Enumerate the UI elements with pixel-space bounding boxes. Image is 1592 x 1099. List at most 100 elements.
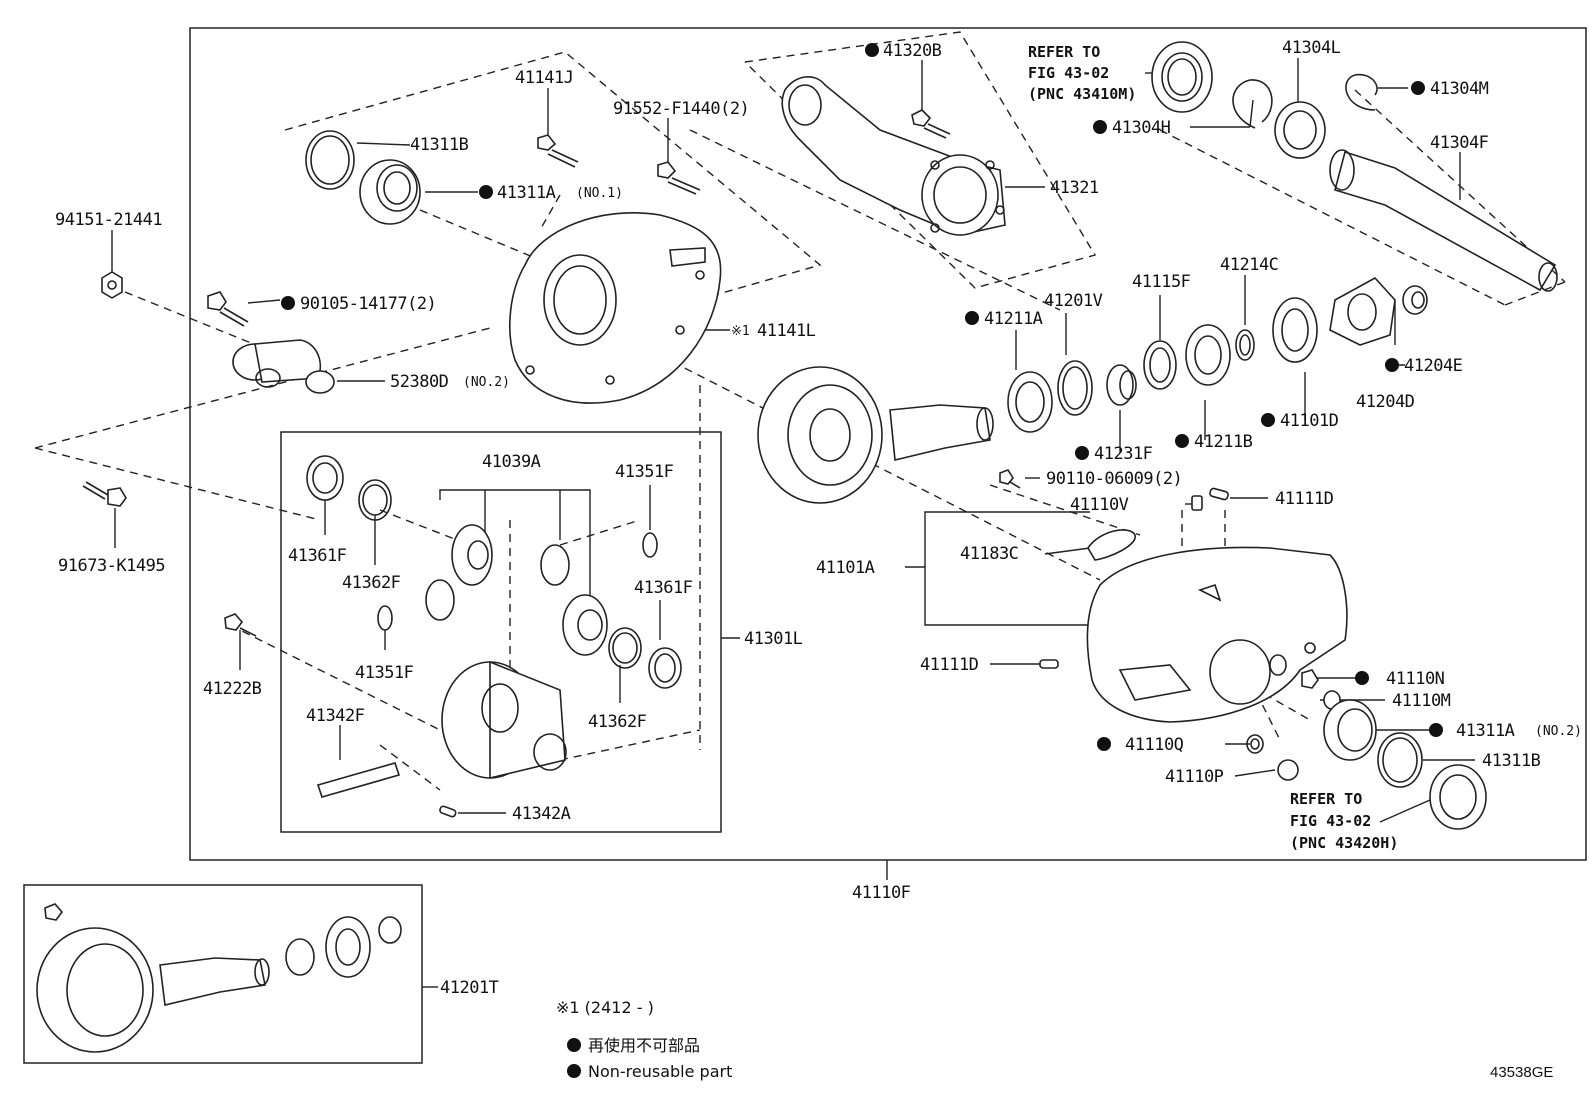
washer-41115F-icon xyxy=(1143,340,1177,390)
pin-41111D-bottom-icon xyxy=(1039,659,1059,669)
plug-41110P-icon xyxy=(1277,759,1299,781)
label-41211A: 41211A xyxy=(984,309,1043,329)
label-41201V: 41201V xyxy=(1044,291,1103,311)
label-41111D-bottom: 41111D xyxy=(920,655,979,675)
plug-41110N-icon xyxy=(1301,669,1319,689)
label-ref-bottom-1: REFER TO xyxy=(1290,790,1362,808)
bolt-41222B-icon xyxy=(224,613,257,637)
label-41231F: 41231F xyxy=(1094,444,1153,464)
gasket-41110Q-icon xyxy=(1246,734,1264,754)
label-41141L-mark: ※1 xyxy=(731,324,750,339)
bolt-90105-icon xyxy=(207,291,249,327)
label-41361F-left: 41361F xyxy=(288,546,347,566)
flange-41204D-icon xyxy=(1329,276,1396,346)
label-52380D-note: (NO.2) xyxy=(463,375,510,390)
bearing-41211B-icon xyxy=(1185,324,1231,386)
label-41110V: 41110V xyxy=(1070,495,1129,515)
label-41311B-top: 41311B xyxy=(410,135,469,155)
breather-41110V-icon xyxy=(1191,495,1203,511)
washer-41361F-left-icon xyxy=(306,455,344,501)
label-41362F-left: 41362F xyxy=(342,573,401,593)
non-reusable-markers xyxy=(281,43,1443,1078)
legend-footnote: ※1 (2412 - ) xyxy=(556,998,654,1017)
diagram-code: 43538GE xyxy=(1490,1064,1553,1081)
label-41311A-bottom: 41311A xyxy=(1456,721,1515,741)
ring-pinion-kit-41201T-icon xyxy=(36,903,402,1053)
differential-subassembly-frame xyxy=(280,431,722,833)
part-labels: 41311B 41311A (NO.1) 41141J 91552-F1440(… xyxy=(55,38,1582,998)
label-41304M: 41304M xyxy=(1430,79,1489,99)
bolt-41320B-icon xyxy=(911,109,951,139)
spacer-41231F-icon xyxy=(1106,364,1137,406)
label-52380D: 52380D xyxy=(390,372,449,392)
label-ref-bottom-3: (PNC 43420H) xyxy=(1290,834,1398,852)
shim-41201V-icon xyxy=(1057,360,1093,416)
label-41111D-top: 41111D xyxy=(1275,489,1334,509)
label-41110P: 41110P xyxy=(1165,767,1224,787)
actuator-52380D-icon xyxy=(232,339,335,394)
label-ref-top-1: REFER TO xyxy=(1028,43,1100,61)
dashed-guide-lines xyxy=(34,31,1566,791)
diff-case-41301L-icon xyxy=(441,660,567,780)
label-41304L: 41304L xyxy=(1282,38,1341,58)
washer-41351F-top-icon xyxy=(642,532,658,558)
label-41141J: 41141J xyxy=(515,68,573,88)
label-41351F-top: 41351F xyxy=(615,462,674,482)
oil-seal-41101D-icon xyxy=(1272,297,1318,363)
label-41201T: 41201T xyxy=(440,978,499,998)
label-ref-top-2: FIG 43-02 xyxy=(1028,64,1109,82)
bearing-41304L-icon xyxy=(1274,101,1326,159)
label-41311A-top: 41311A xyxy=(497,183,556,203)
label-41110Q: 41110Q xyxy=(1125,735,1184,755)
shaft-41342F-icon xyxy=(316,762,401,798)
label-41321: 41321 xyxy=(1050,178,1099,198)
label-41039A: 41039A xyxy=(482,452,541,472)
snap-ring-41304H-icon xyxy=(1232,79,1273,129)
carrier-cover-41141L-icon xyxy=(509,211,722,404)
seal-ring-41311B-bottom-icon xyxy=(1377,732,1423,788)
label-41110N: 41110N xyxy=(1386,669,1445,689)
label-41362F-right: 41362F xyxy=(588,712,647,732)
label-41115F: 41115F xyxy=(1132,272,1191,292)
bolt-90110-icon xyxy=(999,469,1021,489)
label-41311A-top-note: (NO.1) xyxy=(576,186,623,201)
assembly-frame-41110F xyxy=(189,27,1587,861)
label-41222B: 41222B xyxy=(203,679,262,699)
pinion-gear-41039A-lower-icon xyxy=(425,579,455,621)
pinion-gear-41039A-icon xyxy=(540,544,570,586)
nut-41204E-icon xyxy=(1402,285,1428,315)
shaft-41304F-icon xyxy=(1329,149,1558,292)
washer-41362F-left-icon xyxy=(358,479,392,521)
oil-seal-43410M-icon xyxy=(1151,41,1213,113)
label-ref-bottom-2: FIG 43-02 xyxy=(1290,812,1371,830)
label-41110M: 41110M xyxy=(1392,691,1451,711)
pin-41111D-top-icon xyxy=(1209,487,1229,501)
bolt-91552-icon xyxy=(657,161,701,195)
label-91673: 91673-K1495 xyxy=(58,556,165,576)
legend-non-reusable-jp: 再使用不可部品 xyxy=(588,1036,700,1055)
label-41141L: 41141L xyxy=(757,321,816,341)
bearing-41311A-bottom-icon xyxy=(1323,699,1377,761)
legend: ※1 (2412 - ) 再使用不可部品 Non-reusable part 4… xyxy=(556,998,1553,1081)
oil-seal-43420H-icon xyxy=(1429,764,1487,830)
seal-ring-41311B-top-icon xyxy=(305,130,355,190)
label-41101D: 41101D xyxy=(1280,411,1339,431)
label-90110: 90110-06009(2) xyxy=(1046,469,1182,489)
bolt-41141J-icon xyxy=(537,134,579,168)
label-41304F: 41304F xyxy=(1430,133,1489,153)
washer-41361F-right-icon xyxy=(648,647,682,689)
nut-94151-icon xyxy=(101,271,123,299)
label-41204E: 41204E xyxy=(1404,356,1463,376)
oil-slinger-41214C-icon xyxy=(1235,329,1255,361)
axle-tube-41321-icon xyxy=(781,76,1006,236)
diff-carrier-housing-41110F-icon xyxy=(1086,546,1348,723)
ring-pinion-kit-frame xyxy=(23,884,423,1064)
leader-lines xyxy=(111,58,1475,988)
label-90105: 90105-14177(2) xyxy=(300,294,436,314)
label-41204D: 41204D xyxy=(1356,392,1415,412)
label-ref-top-3: (PNC 43410M) xyxy=(1028,85,1136,103)
label-41101A: 41101A xyxy=(816,558,875,578)
legend-non-reusable-en: Non-reusable part xyxy=(588,1062,732,1081)
ring-pinion-gear-41201V-icon xyxy=(757,366,994,504)
